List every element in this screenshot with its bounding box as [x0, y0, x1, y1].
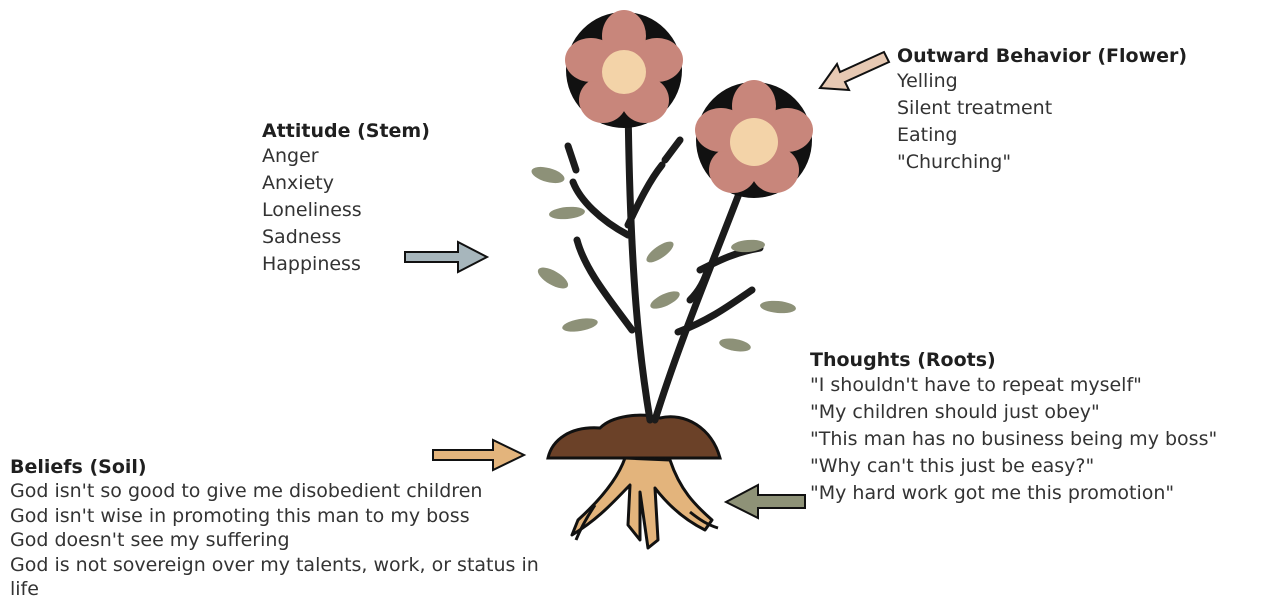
thoughts-heading: Thoughts (Roots) — [810, 349, 996, 371]
arrow-attitude — [404, 240, 490, 274]
behavior-list: Yelling Silent treatment Eating "Churchi… — [897, 68, 1257, 176]
attitude-item: Anger — [262, 145, 319, 167]
beliefs-item: God doesn't see my suffering — [10, 529, 290, 551]
thoughts-section: Thoughts (Roots) "I shouldn't have to re… — [810, 348, 1275, 507]
attitude-item: Loneliness — [262, 199, 362, 221]
beliefs-item: God is not sovereign over my talents, wo… — [10, 553, 539, 601]
attitude-item: Happiness — [262, 253, 361, 275]
soil-mound — [546, 413, 722, 460]
behavior-item: "Churching" — [897, 151, 1012, 173]
stems — [564, 96, 764, 424]
behavior-item: Yelling — [897, 70, 958, 92]
arrow-beliefs — [432, 438, 527, 472]
thoughts-item: "I shouldn't have to repeat myself" — [810, 374, 1142, 396]
attitude-item: Sadness — [262, 226, 342, 248]
behavior-section: Outward Behavior (Flower) Yelling Silent… — [897, 44, 1257, 176]
thoughts-list: "I shouldn't have to repeat myself" "My … — [810, 372, 1275, 507]
behavior-heading: Outward Behavior (Flower) — [897, 45, 1188, 67]
beliefs-item: God isn't so good to give me disobedient… — [10, 480, 483, 502]
arrow-thoughts — [723, 483, 806, 520]
beliefs-list: God isn't so good to give me disobedient… — [10, 479, 540, 602]
attitude-heading: Attitude (Stem) — [262, 120, 430, 142]
flower-top — [565, 10, 683, 128]
thoughts-item: "My hard work got me this promotion" — [810, 482, 1175, 504]
beliefs-heading: Beliefs (Soil) — [10, 456, 147, 478]
attitude-item: Anxiety — [262, 172, 334, 194]
beliefs-section: Beliefs (Soil) God isn't so good to give… — [10, 455, 540, 602]
behavior-item: Silent treatment — [897, 97, 1053, 119]
flower-right — [695, 80, 813, 198]
attitude-section: Attitude (Stem) Anger Anxiety Loneliness… — [262, 119, 482, 278]
arrow-behavior — [818, 50, 891, 92]
attitude-list: Anger Anxiety Loneliness Sadness Happine… — [262, 143, 482, 278]
leaves — [531, 166, 796, 352]
beliefs-item: God isn't wise in promoting this man to … — [10, 504, 470, 527]
behavior-item: Eating — [897, 124, 958, 146]
roots — [570, 456, 719, 550]
thoughts-item: "This man has no business being my boss" — [810, 428, 1218, 450]
thoughts-item: "My children should just obey" — [810, 401, 1100, 423]
thoughts-item: "Why can't this just be easy?" — [810, 455, 1095, 477]
